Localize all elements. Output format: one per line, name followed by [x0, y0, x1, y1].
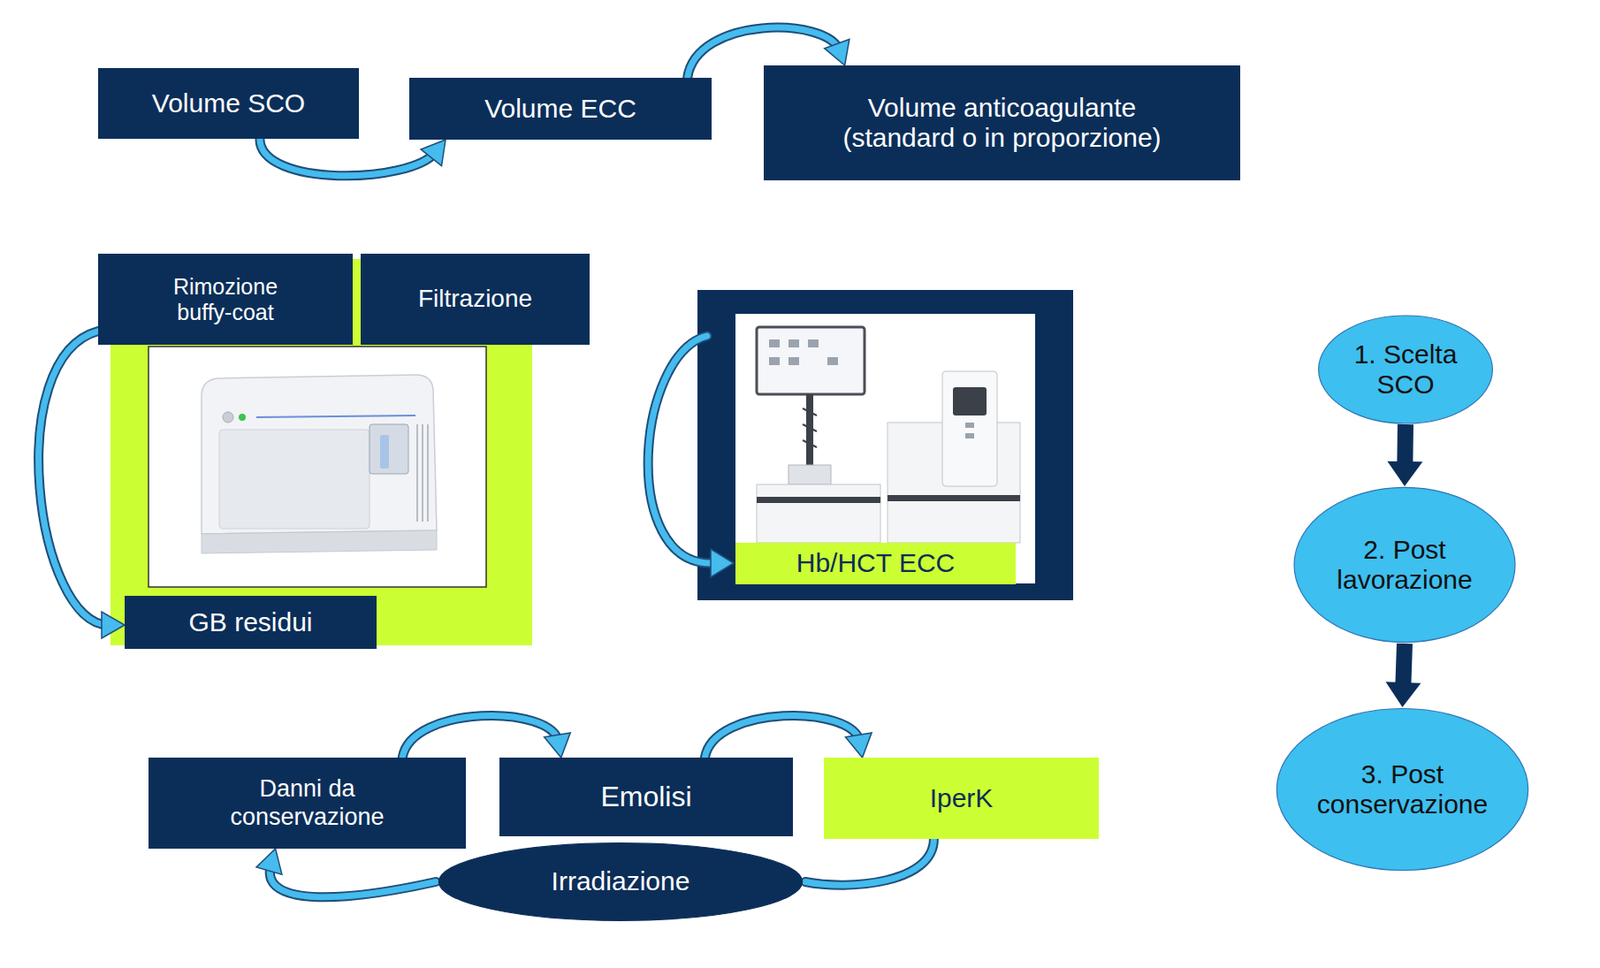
workstation-illustration: [756, 327, 1021, 543]
step-ellipse: 1. Scelta SCO: [1317, 314, 1494, 425]
block-arrow: [1386, 424, 1423, 487]
result-box: IperK: [823, 757, 1099, 839]
process-box: Volume anticoagulante (standard o in pro…: [763, 65, 1241, 181]
node-label: Danni da conservazione: [219, 775, 397, 831]
image-frame: [148, 346, 487, 587]
node-label: Volume ECC: [484, 93, 637, 125]
process-box: Volume ECC: [409, 77, 712, 140]
process-box: Rimozione buffy-coat: [98, 253, 353, 345]
curved-arrow: [402, 715, 571, 758]
node-label: IperK: [929, 783, 994, 815]
node-label: Filtrazione: [418, 284, 533, 313]
node-label: Volume SCO: [152, 88, 305, 120]
navy-frame: [697, 289, 1074, 601]
node-label: Rimozione buffy-coat: [145, 274, 305, 326]
step-ellipse: 2. Post lavorazione: [1292, 486, 1517, 644]
step-ellipse: 3. Post conservazione: [1274, 707, 1531, 872]
curved-arrow: [704, 715, 872, 758]
node-label: Hb/HCT ECC: [796, 548, 955, 580]
curved-arrow: [805, 838, 934, 885]
process-ellipse: Irradiazione: [435, 842, 806, 922]
analyzer-illustration: [201, 374, 437, 554]
result-box: GB residui: [124, 595, 377, 649]
process-box: Volume SCO: [98, 68, 359, 139]
process-box: Emolisi: [499, 757, 793, 837]
curved-arrow: [259, 138, 446, 176]
node-label: Emolisi: [600, 780, 692, 814]
node-label: 2. Post lavorazione: [1325, 534, 1485, 596]
result-box: Hb/HCT ECC: [735, 542, 1016, 585]
node-label: Volume anticoagulante (standard o in pro…: [825, 92, 1180, 154]
node-label: GB residui: [188, 607, 313, 639]
curved-arrow: [647, 335, 734, 578]
image-frame: [735, 313, 1036, 584]
curved-arrow: [38, 331, 125, 639]
process-box: Danni da conservazione: [148, 757, 466, 849]
node-label: 1. Scelta SCO: [1343, 339, 1468, 401]
block-arrow: [1385, 643, 1421, 708]
node-label: Irradiazione: [551, 866, 691, 898]
process-box: Filtrazione: [360, 253, 590, 345]
node-label: 3. Post conservazione: [1310, 759, 1496, 821]
curved-arrow: [256, 848, 436, 898]
